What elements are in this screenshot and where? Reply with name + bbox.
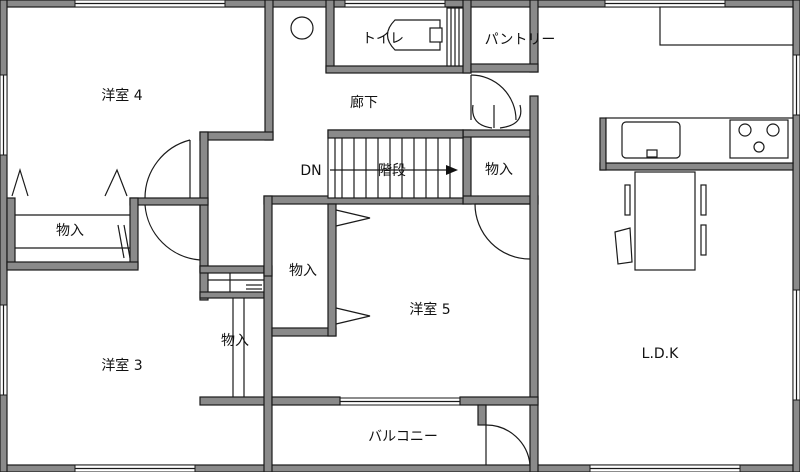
dining-table — [614, 171, 707, 271]
stairs-label: 階段 — [378, 163, 406, 179]
storage-label-room5: 物入 — [289, 263, 317, 279]
room-label-western-3: 洋室 3 — [101, 357, 142, 374]
toilet-fixtures — [290, 7, 464, 67]
storage-label-room4: 物入 — [56, 223, 84, 239]
room-label-ldk: L.D.K — [642, 346, 679, 362]
room-labels: 洋室 4 洋室 3 洋室 5 L.D.K 廊下 トイレ パントリー バルコニー … — [56, 31, 679, 445]
storage-label-stairs: 物入 — [221, 333, 249, 349]
room-label-western-4: 洋室 4 — [101, 87, 142, 104]
room-label-western-5: 洋室 5 — [409, 301, 450, 318]
room-label-pantry: パントリー — [485, 32, 556, 48]
closet-fixtures — [11, 167, 262, 397]
stairs-down-label: DN — [300, 163, 321, 179]
doors — [144, 74, 531, 466]
room-label-toilet: トイレ — [362, 31, 404, 47]
interior-walls — [6, 0, 794, 472]
kitchen-fixtures — [605, 6, 794, 164]
room-label-corridor: 廊下 — [350, 94, 378, 111]
stairs — [327, 129, 464, 199]
storage-label-hall: 物入 — [485, 162, 513, 178]
room-label-balcony: バルコニー — [368, 429, 438, 445]
